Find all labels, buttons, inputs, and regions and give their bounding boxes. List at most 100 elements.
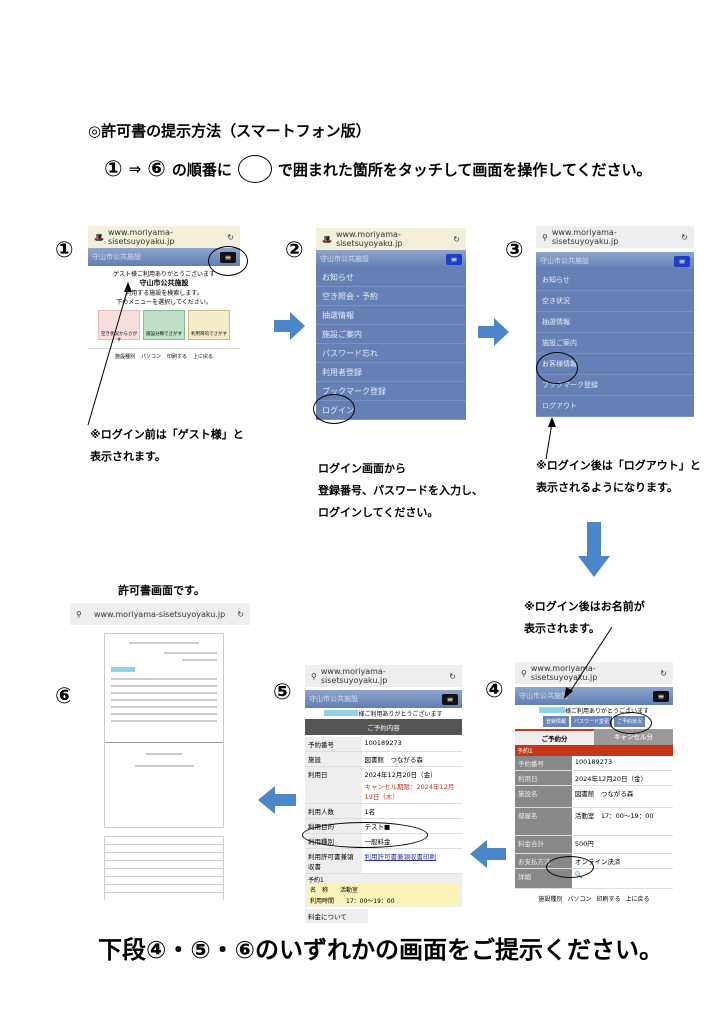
tab-reserved[interactable]: ご予約分 — [515, 729, 594, 745]
footer-link[interactable]: 印刷する — [167, 354, 188, 360]
reload-icon[interactable]: ↻ — [227, 232, 234, 242]
reload-icon[interactable]: ↻ — [449, 671, 456, 681]
search-purpose-button[interactable]: 利用目的でさがす — [188, 310, 230, 340]
menu-button[interactable]: ≡ — [653, 690, 669, 702]
row-label: 利用日 — [515, 770, 572, 786]
menu-button[interactable]: ≡ — [446, 253, 462, 265]
url-bar[interactable]: www.moriyama-sisetsuyoyaku.jp — [551, 228, 619, 246]
registration-info-button[interactable]: 登録情報 — [542, 716, 569, 727]
step4-screen: ⚲www.moriyama-sisetsuyoyaku.jp↻ 守山市公共施設≡… — [515, 662, 673, 926]
footer-link[interactable]: 上に戻る — [193, 354, 214, 360]
fee-info[interactable]: 料金について — [305, 909, 368, 923]
footer-link[interactable]: 施設種別 — [114, 354, 135, 360]
search-icon: ⚲ — [542, 232, 548, 242]
search-icon: ⚲ — [76, 609, 82, 619]
instruction-text: で囲まれた箇所をタッチして画面を操作してください。 — [277, 160, 652, 179]
step1-note: ※ログイン前は「ゲスト様」と表示されます。 — [90, 424, 244, 468]
user-name-redacted — [538, 707, 565, 713]
menu-item[interactable]: 抽選情報 — [536, 312, 694, 333]
print-permit-link[interactable]: 利用許可書兼領収書印刷 — [361, 848, 462, 874]
step6-caption: 許可書画面です。 — [118, 584, 205, 597]
password-change-button[interactable]: パスワード変更 — [570, 716, 612, 727]
note-line: ログインしてください。 — [318, 506, 439, 519]
user-name-redacted — [111, 667, 135, 672]
menu-item[interactable]: パスワード忘れ — [316, 344, 466, 363]
footer-link[interactable]: 上に戻る — [625, 896, 650, 903]
row-label: 予約番号 — [515, 756, 572, 771]
row-value: 活動室 — [340, 887, 359, 894]
step6-screen: ⚲ www.moriyama-sisetsuyoyaku.jp ↻ — [70, 603, 250, 900]
row-label: 部屋名 — [515, 807, 572, 836]
url-bar[interactable]: www.moriyama-sisetsuyoyaku.jp — [530, 664, 598, 682]
reload-icon[interactable]: ↻ — [453, 234, 460, 244]
reload-icon[interactable]: ↻ — [681, 232, 688, 242]
note-line: 登録番号、パスワードを入力し、 — [318, 484, 483, 497]
highlight-circle — [546, 856, 594, 878]
sub-heading: 予約1 — [308, 877, 324, 884]
greeting: 様ご利用ありがとうございます — [564, 708, 649, 715]
search-vacancy-button[interactable]: 空き状況からさがす — [98, 310, 140, 343]
arrow: ⇒ — [128, 160, 142, 178]
search-icon: ⚲ — [521, 668, 527, 678]
row-value: 活動室 17：00～19：00 — [571, 807, 673, 836]
menu-item[interactable]: 施設ご案内 — [536, 333, 694, 354]
step1-screen: 🎩www.moriyama-sisetsuyoyaku.jp↻ 守山市公共施設≡… — [88, 226, 240, 371]
instruction: ① ⇒ ⑥ の順番に で囲まれた箇所をタッチして画面を操作してください。 — [104, 155, 652, 183]
url-bar[interactable]: www.moriyama-sisetsuyoyaku.jp — [335, 230, 403, 248]
logo-icon: 🎩 — [322, 234, 332, 244]
step2-note: ログイン画面から登録番号、パスワードを入力し、ログインしてください。 — [318, 458, 483, 524]
menu-item[interactable]: 空き照会・予約 — [316, 287, 466, 306]
row-value: 2024年12月20日（金） — [364, 771, 437, 779]
desc: 利用する施設を検索します。 — [125, 290, 203, 297]
step-from: ① — [104, 156, 123, 182]
note-line: ※ログイン後はお名前が — [524, 600, 645, 613]
url-bar[interactable]: www.moriyama-sisetsuyoyaku.jp — [107, 228, 175, 246]
oval-icon — [237, 155, 272, 183]
site-name: 守山市公共施設 — [309, 695, 358, 703]
greeting: 様ご利用ありがとうございます — [358, 711, 443, 718]
highlight-circle — [610, 712, 652, 734]
row-label: 施設名 — [515, 785, 572, 808]
right-arrow-icon — [478, 318, 509, 346]
reload-icon[interactable]: ↻ — [660, 668, 667, 678]
menu-button[interactable]: ≡ — [674, 255, 690, 267]
row-label: 利用許可書兼領収書 — [305, 848, 362, 874]
url-bar[interactable]: www.moriyama-sisetsuyoyaku.jp — [320, 667, 388, 685]
note-line: ログイン画面から — [318, 462, 406, 475]
footer-link[interactable]: 印刷する — [596, 896, 621, 903]
row-value: 100189273 — [571, 756, 673, 771]
reload-icon[interactable]: ↻ — [237, 609, 244, 619]
menu-item[interactable]: お知らせ — [536, 270, 694, 291]
note-line: 表示されるようになります。 — [536, 481, 678, 494]
permit-detail-table — [104, 836, 224, 900]
instruction-text: の順番に — [171, 160, 232, 179]
url-bar[interactable]: www.moriyama-sisetsuyoyaku.jp — [93, 609, 226, 619]
menu-item[interactable]: 利用者登録 — [316, 363, 466, 382]
footer-link[interactable]: パソコン — [567, 896, 592, 903]
menu-item[interactable]: ブックマーク登録 — [536, 375, 694, 396]
row-value: 図書館 つながる森 — [571, 785, 673, 808]
menu-button[interactable]: ≡ — [442, 693, 458, 705]
heading: 守山市公共施設 — [139, 279, 189, 287]
menu-item[interactable]: 抽選情報 — [316, 306, 466, 325]
tab-cancelled[interactable]: キャンセル分 — [594, 729, 673, 745]
footer-link[interactable]: パソコン — [140, 354, 161, 360]
step-number: ① — [55, 238, 74, 263]
menu-item[interactable]: 空き状況 — [536, 291, 694, 312]
menu-item[interactable]: ブックマーク登録 — [316, 382, 466, 401]
step-number: ② — [285, 238, 304, 263]
menu-item-logout[interactable]: ログアウト — [536, 396, 694, 417]
menu-item[interactable]: お知らせ — [316, 268, 466, 287]
step-number: ④ — [485, 678, 504, 703]
menu-item[interactable]: 施設ご案内 — [316, 325, 466, 344]
footer-link[interactable]: 施設種別 — [538, 896, 563, 903]
step5-screen: ⚲www.moriyama-sisetsuyoyaku.jp↻ 守山市公共施設≡… — [305, 665, 462, 923]
down-arrow-icon — [578, 522, 610, 577]
step2-screen: 🎩www.moriyama-sisetsuyoyaku.jp↻ 守山市公共施設≡… — [316, 228, 466, 424]
row-value: 100189273 — [361, 737, 462, 752]
bottom-instruction: 下段④・⑤・⑥のいずれかの画面をご提示ください。 — [98, 936, 663, 964]
step-number: ⑤ — [273, 680, 292, 705]
search-category-button[interactable]: 施設分類でさがす — [143, 310, 185, 340]
